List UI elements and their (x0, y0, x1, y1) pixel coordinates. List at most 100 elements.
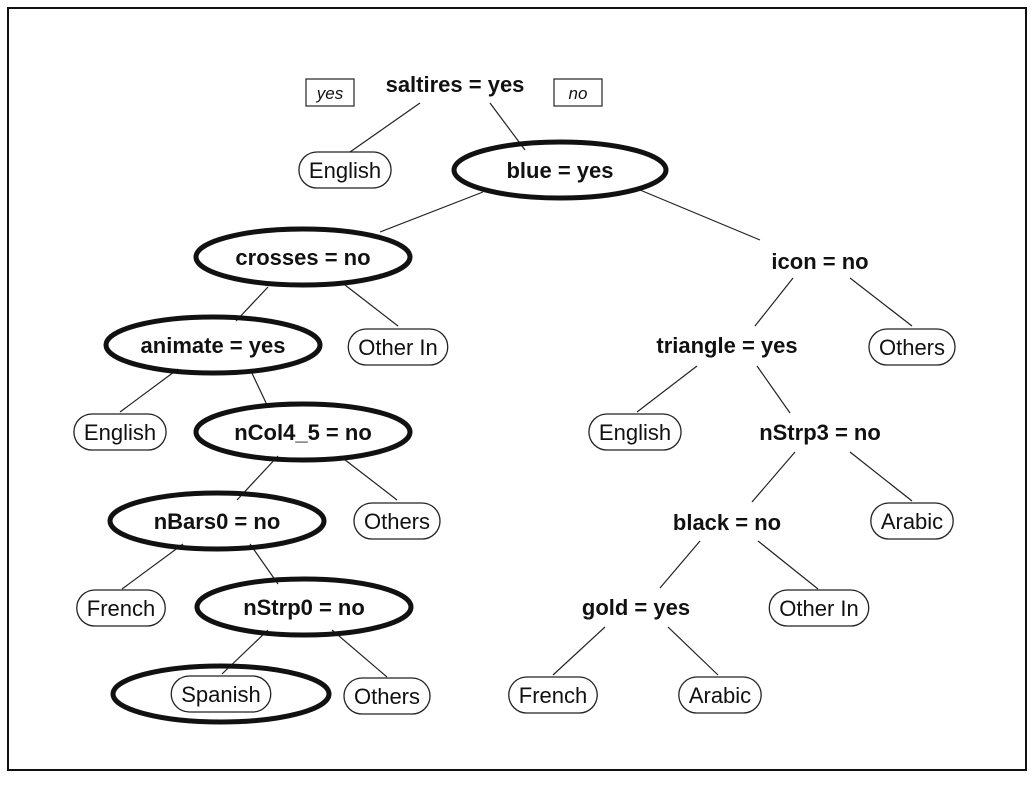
edge-n15-n19 (659, 540, 701, 589)
split-node-n15: black = no (673, 510, 781, 535)
edge-n15-n20 (757, 540, 819, 590)
leaf-box (508, 676, 598, 714)
leaf-node-n24: Arabic (678, 676, 762, 714)
leaf-label: French (87, 596, 155, 621)
highlight-ring-n5 (103, 314, 323, 376)
leaf-label: Others (879, 335, 945, 360)
split-label: triangle = yes (656, 333, 797, 358)
split-label: crosses = no (235, 245, 370, 270)
leaf-box (76, 589, 166, 627)
leaf-node-n17: French (76, 589, 166, 627)
split-label: nStrp0 = no (243, 595, 365, 620)
split-label: nBars0 = no (154, 509, 281, 534)
edge-n12-n15 (751, 451, 796, 503)
edge-n12-n16 (849, 451, 913, 502)
edge-n5-n10 (249, 368, 269, 408)
edge-n3-n6 (344, 284, 399, 327)
leaf-node-n9: English (73, 413, 167, 451)
edge-n2-n3 (379, 191, 484, 233)
leaf-label: Other In (358, 335, 437, 360)
edge-n7-n11 (636, 365, 698, 413)
edge-n13-n18 (249, 543, 279, 585)
leaf-node-n11: English (588, 413, 682, 451)
leaf-box (347, 328, 449, 366)
split-node-n12: nStrp3 = no (759, 420, 881, 445)
leaf-box (868, 328, 956, 366)
highlight-ring-n13 (107, 490, 327, 552)
split-node-n3: crosses = no (235, 245, 370, 270)
edge-n13-n17 (121, 543, 184, 590)
split-label: nStrp3 = no (759, 420, 881, 445)
edge-n3-n5 (235, 286, 269, 322)
edge-n2-n4 (639, 189, 761, 241)
leaf-box (170, 675, 272, 713)
split-label: icon = no (771, 249, 868, 274)
leaf-label: English (309, 158, 381, 183)
split-label: gold = yes (582, 595, 690, 620)
leaf-node-n22: Others (343, 677, 431, 715)
leaf-node-n23: French (508, 676, 598, 714)
leaf-node-n20: Other In (768, 589, 870, 627)
edge-n4-n8 (849, 277, 913, 327)
leaf-node-n21: Spanish (170, 675, 272, 713)
branch-label-no-text: no (569, 84, 588, 103)
leaf-node-n16: Arabic (870, 502, 954, 540)
split-label: saltires = yes (386, 72, 525, 97)
edge-n5-n9 (119, 368, 179, 413)
edge-n7-n12 (756, 365, 791, 414)
leaf-node-n1: English (298, 151, 392, 189)
leaf-label: Others (364, 509, 430, 534)
leaf-label: Other In (779, 596, 858, 621)
split-label: animate = yes (141, 333, 286, 358)
split-node-n18: nStrp0 = no (243, 595, 365, 620)
highlight-ring-n2 (451, 139, 669, 201)
leaf-node-n14: Others (353, 502, 441, 540)
highlight-rings-layer (103, 139, 669, 725)
branch-label-no: no (553, 78, 603, 107)
leaf-box (298, 151, 392, 189)
split-node-n13: nBars0 = no (154, 509, 281, 534)
leaf-label: English (599, 420, 671, 445)
leaf-label: English (84, 420, 156, 445)
diagram-frame (7, 7, 1027, 771)
edge-n4-n7 (754, 277, 794, 327)
leaf-box (678, 676, 762, 714)
branch-label-yes-text: yes (316, 84, 344, 103)
leaf-node-n6: Other In (347, 328, 449, 366)
leaf-label: Others (354, 684, 420, 709)
edge-n19-n23 (552, 626, 606, 676)
edge-n18-n22 (331, 629, 388, 678)
split-node-n19: gold = yes (582, 595, 690, 620)
branch-label-yes: yes (305, 78, 355, 107)
leaf-box (870, 502, 954, 540)
edge-n10-n14 (339, 455, 398, 501)
leaf-box (353, 502, 441, 540)
highlight-ring-n3 (193, 226, 413, 288)
split-node-n0: saltires = yes (386, 72, 525, 97)
split-node-n7: triangle = yes (656, 333, 797, 358)
split-label: blue = yes (506, 158, 613, 183)
leaf-box (73, 413, 167, 451)
leaf-label: French (519, 683, 587, 708)
leaf-label: Arabic (689, 683, 751, 708)
leaf-label: Spanish (181, 682, 261, 707)
leaf-box (588, 413, 682, 451)
highlight-ring-n18 (194, 576, 414, 638)
split-node-n4: icon = no (771, 249, 868, 274)
edge-n0-n1 (349, 102, 421, 153)
leaf-box (768, 589, 870, 627)
edge-n19-n24 (667, 626, 719, 676)
split-node-n5: animate = yes (141, 333, 286, 358)
leaf-box (343, 677, 431, 715)
highlight-ring-n21 (110, 663, 332, 725)
leaf-node-n8: Others (868, 328, 956, 366)
edges-layer (119, 102, 913, 678)
split-node-n10: nCol4_5 = no (234, 420, 372, 445)
highlight-ring-n10 (193, 401, 413, 463)
leaf-label: Arabic (881, 509, 943, 534)
split-node-n2: blue = yes (506, 158, 613, 183)
split-label: nCol4_5 = no (234, 420, 372, 445)
